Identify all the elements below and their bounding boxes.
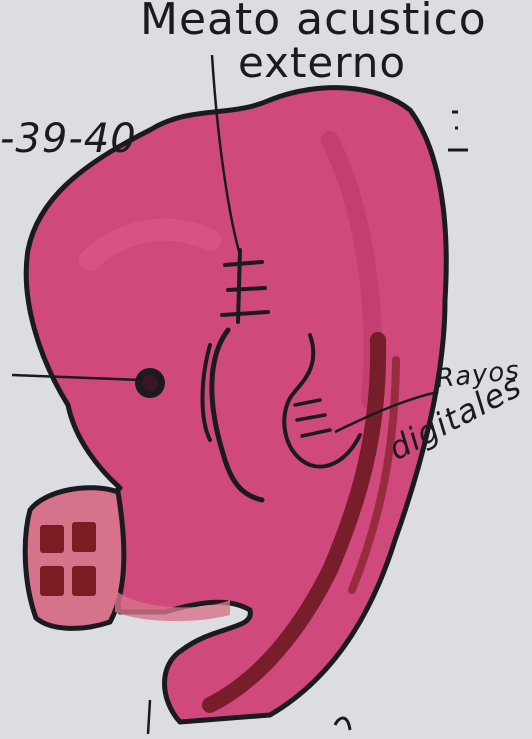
limb-digit-ray	[72, 522, 96, 552]
limb-digit-ray	[40, 525, 64, 553]
stage-days-label: -39-40	[0, 116, 137, 162]
limb-digit-ray	[72, 566, 96, 596]
meatus-label-line2: externo	[238, 38, 406, 87]
lower-limb-bud	[25, 488, 124, 629]
eye-highlight	[142, 375, 158, 391]
limb-digit-ray	[40, 566, 64, 596]
